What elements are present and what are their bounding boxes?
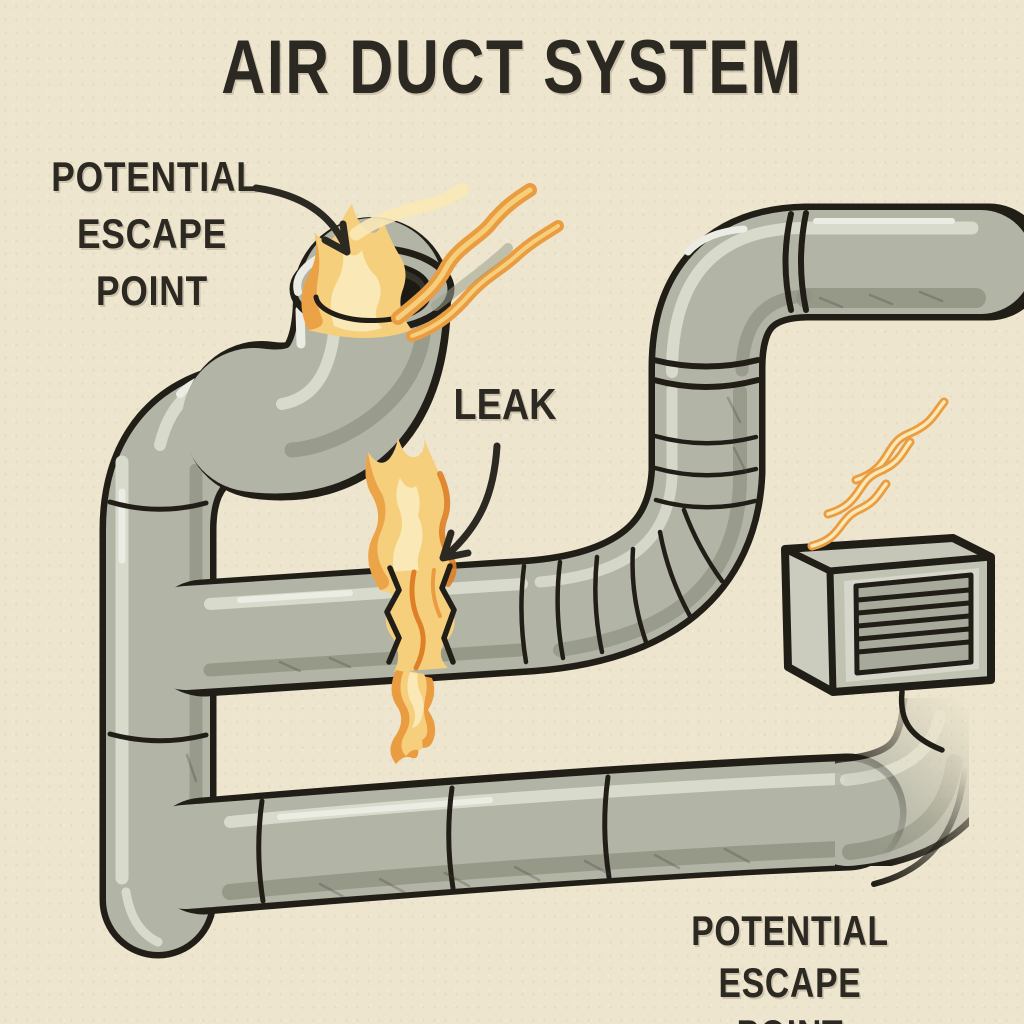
label-line: POTENTIAL bbox=[51, 153, 259, 200]
curved-arrow-leak-icon bbox=[439, 442, 501, 562]
label-leak: LEAK bbox=[453, 380, 557, 429]
label-escape-point-top: POTENTIAL ESCAPE POINT bbox=[51, 148, 259, 319]
label-line: ESCAPE POINT bbox=[718, 959, 862, 1024]
flame-open-end-icon bbox=[301, 183, 564, 342]
vent-unit bbox=[781, 534, 995, 696]
vent-cord-line bbox=[898, 689, 945, 753]
bottom-duct bbox=[133, 753, 907, 915]
label-line: POINT bbox=[95, 267, 209, 314]
corrugation-rings bbox=[519, 210, 809, 665]
page-title: AIR DUCT SYSTEM bbox=[221, 25, 803, 110]
heat-waves-icon bbox=[807, 397, 949, 551]
vent-grille-slats bbox=[855, 587, 972, 655]
label-escape-point-bottom: POTENTIAL ESCAPE POINT bbox=[670, 905, 910, 1024]
label-line: POTENTIAL bbox=[691, 907, 889, 954]
crack-edges bbox=[384, 563, 457, 665]
vent-side-face bbox=[785, 549, 833, 692]
curved-arrow-top-icon bbox=[252, 184, 351, 256]
leak-flame-icon bbox=[365, 438, 457, 764]
fading-duct-outline bbox=[871, 763, 968, 887]
middle-and-top-right-duct bbox=[134, 203, 1024, 697]
label-line: ESCAPE bbox=[76, 210, 228, 257]
bottom-duct-fading-curve bbox=[789, 653, 1017, 873]
